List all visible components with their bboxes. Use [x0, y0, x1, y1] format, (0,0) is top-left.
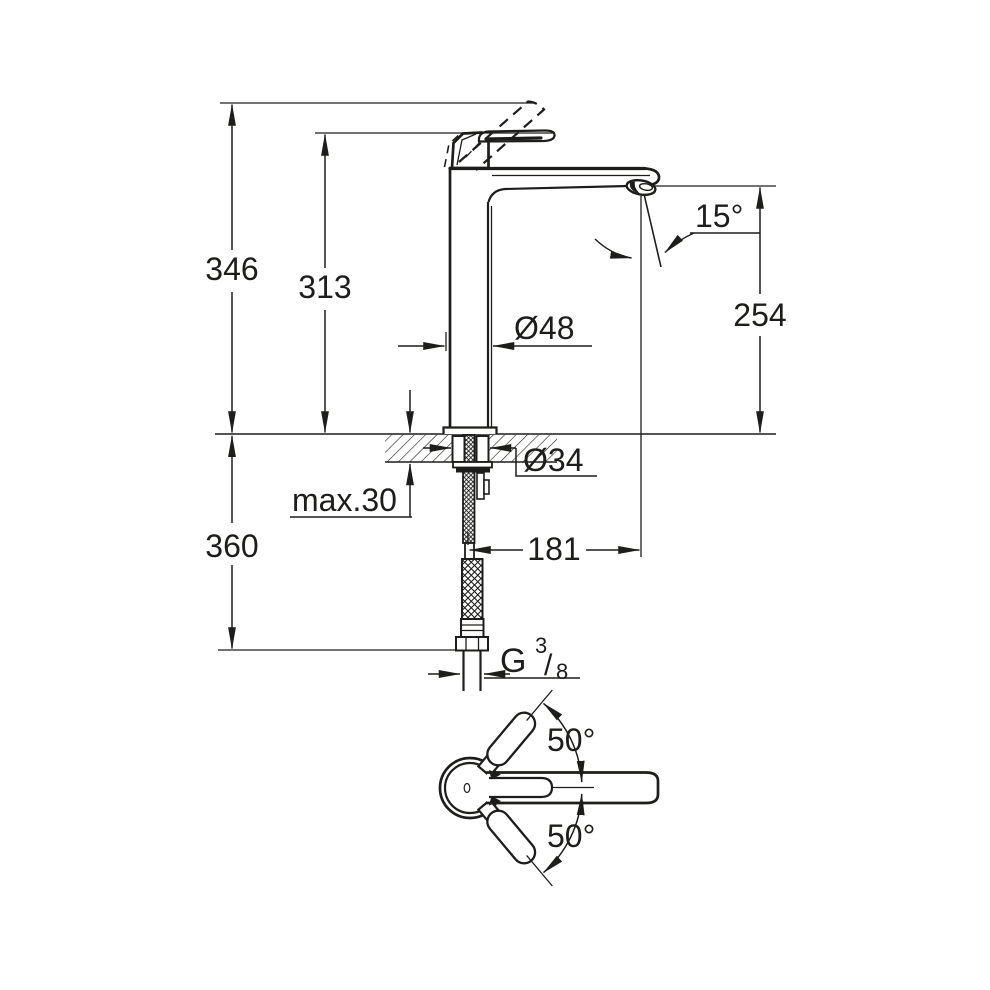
- label-max30: max.30: [292, 482, 397, 518]
- spout-tip: [643, 167, 661, 186]
- aerator: [625, 178, 657, 197]
- label-d34: Ø34: [523, 442, 583, 478]
- dimensions: 346 313 254 15° Ø48: [205, 102, 787, 684]
- label-thread-g: G: [500, 642, 526, 680]
- mounting-washer: [452, 461, 493, 469]
- fixing-clip-step: [483, 479, 490, 495]
- aerator-shading: [629, 181, 640, 194]
- aerator-inner: [638, 182, 654, 192]
- connection-tube: [462, 650, 482, 691]
- label-360: 360: [205, 528, 258, 564]
- label-d48: Ø48: [514, 310, 574, 346]
- head-raised-ghost: [443, 132, 462, 168]
- dim-max30-deck-thickness: max.30: [290, 390, 414, 518]
- label-50deg-up: 50°: [547, 722, 595, 758]
- dim-50deg-down: 50°: [542, 793, 595, 874]
- label-254: 254: [733, 297, 786, 333]
- label-thread-slash: /: [544, 649, 553, 682]
- handle-down-axis-line: [526, 854, 553, 887]
- mounting-sleeve-right: [475, 435, 490, 463]
- dim-diameter-48: Ø48: [398, 310, 592, 351]
- mounting-sleeve-left: [451, 435, 466, 463]
- label-346: 346: [205, 251, 258, 287]
- handle-position-up: [476, 689, 553, 778]
- handle-position-down: [476, 798, 553, 887]
- handle-up-axis-line: [526, 689, 553, 722]
- connection-nut: [455, 636, 489, 652]
- neck-wedge-bottom: [489, 796, 501, 806]
- supply-hose-assembly: [451, 434, 493, 691]
- fixing-clip: [476, 472, 485, 500]
- neck-wedge-top: [489, 770, 501, 780]
- center-mark: [463, 782, 471, 794]
- lever-underside-shadow: [484, 136, 543, 141]
- hose-crimp-collar: [460, 618, 485, 638]
- faucet-body: [442, 100, 661, 434]
- dim-g38-thread: G 3 / 8: [428, 633, 580, 684]
- angle-leader: [664, 232, 695, 254]
- dim-254-outlet-height: 254: [733, 186, 787, 434]
- head-facet-line: [456, 133, 477, 166]
- flex-hose-braided: [461, 558, 484, 620]
- mounting-nut-plate: [456, 467, 490, 473]
- handle-top-view: 50° 50°: [438, 689, 660, 887]
- label-thread-numerator: 3: [535, 633, 547, 658]
- dim-313-handle-height: 313: [298, 133, 352, 434]
- hose-neck: [464, 542, 475, 560]
- base-plate: [442, 426, 498, 434]
- swivel-arc-arrow: [594, 238, 633, 259]
- lever-raised-ghost: [458, 100, 546, 171]
- dim-diameter-34: Ø34: [423, 442, 597, 478]
- faucet-front-view: [215, 100, 776, 691]
- head-ghost-facet: [465, 140, 482, 158]
- dim-360-below-deck: 360: [205, 435, 259, 650]
- stream-angle-line: [643, 193, 662, 268]
- dim-346-overall-height: 346: [205, 103, 259, 434]
- label-313: 313: [298, 269, 351, 305]
- label-15deg: 15°: [695, 198, 743, 234]
- dim-181-spout-reach: 181: [467, 531, 641, 567]
- spout-underside: [487, 184, 629, 203]
- label-50deg-down: 50°: [547, 818, 595, 854]
- dim-50deg-up: 50°: [542, 702, 595, 783]
- label-thread-denominator: 8: [556, 659, 568, 684]
- dim-15deg-outlet-angle: 15°: [594, 198, 760, 259]
- label-181: 181: [527, 531, 580, 567]
